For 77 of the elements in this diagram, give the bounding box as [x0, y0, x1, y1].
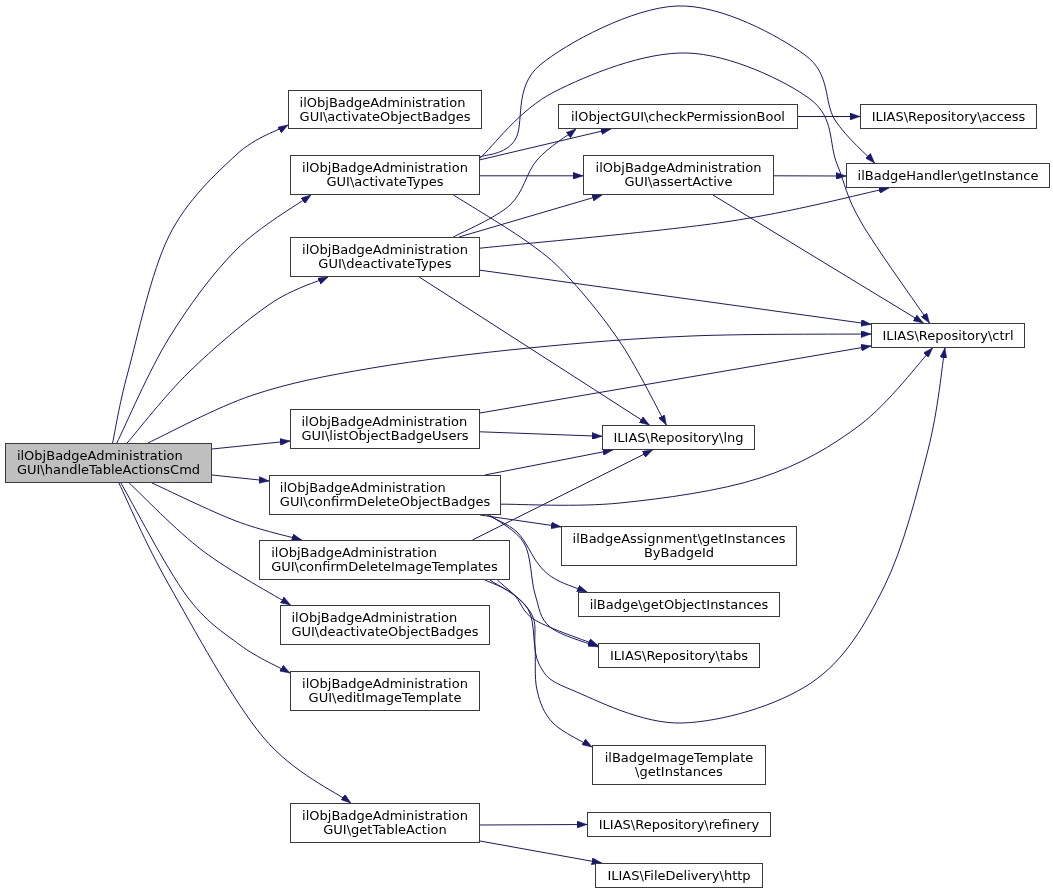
function-name: ilObjBadgeAdministration GUI\activateTypes	[302, 161, 468, 189]
highlighted-function-box	[5, 443, 212, 483]
function-box	[598, 643, 760, 668]
arrow	[773, 172, 847, 180]
function-box	[290, 237, 480, 277]
function-name: ilObjBadgeAdministration GUI\activateObjectBadges	[299, 95, 471, 124]
arrow	[128, 482, 291, 606]
function-name: ilObjBadgeAdministration GUI\listObjectBadgeUsers	[301, 415, 469, 443]
function-box	[558, 104, 798, 129]
function-box	[290, 155, 480, 195]
function-box	[259, 540, 510, 580]
function-box	[290, 671, 480, 711]
function-box	[583, 155, 774, 195]
function-box	[578, 592, 780, 617]
arrow	[116, 194, 312, 444]
function-name: ilObjBadgeAdministration GUI\confirmDeleteObjectBadges	[279, 481, 491, 509]
function-box	[269, 475, 501, 515]
function-name: ilObjBadgeAdministration GUI\assertActive	[595, 161, 762, 189]
arrow	[471, 449, 653, 541]
arrow	[120, 482, 291, 674]
function-box	[846, 163, 1050, 188]
function-name: ilBadgeHandler\getInstance	[857, 168, 1039, 183]
function-name: ilObjectGUI\checkPermissionBool	[571, 109, 785, 124]
arrow	[418, 276, 650, 426]
arrow	[797, 112, 861, 121]
arrow	[479, 840, 603, 865]
function-name: ilObjBadgeAdministration GUI\deactivateObjectBadges	[291, 611, 479, 639]
function-box	[280, 605, 490, 645]
arrow	[500, 347, 934, 506]
function-name: ilObjBadgeAdministration GUI\deactivateTypes	[302, 243, 468, 271]
function-name: ilBadge\getObjectInstances	[589, 597, 769, 612]
function-name: ilBadgeImageTemplate \getInstances	[604, 751, 754, 779]
function-box	[592, 745, 766, 785]
arrow	[486, 514, 588, 593]
arrow	[496, 579, 593, 748]
function-name: ILIAS\Repository\ctrl	[882, 328, 1014, 343]
arrow	[452, 194, 667, 426]
arrow	[479, 52, 930, 324]
arrow	[484, 579, 599, 646]
function-box	[561, 526, 797, 566]
arrow	[479, 186, 890, 249]
function-box	[860, 104, 1037, 129]
arrow	[479, 127, 612, 161]
arrow	[112, 124, 289, 444]
function-box	[595, 863, 763, 888]
arrow	[211, 438, 291, 450]
function-box	[288, 90, 482, 129]
arrow	[479, 431, 603, 440]
arrow	[126, 276, 329, 444]
function-name: ILIAS\Repository\lng	[613, 430, 744, 445]
arrow	[211, 474, 270, 484]
function-name: ILIAS\Repository\tabs	[610, 648, 748, 663]
function-name: ILIAS\FileDelivery\http	[607, 868, 751, 883]
function-box	[290, 803, 480, 843]
arrow	[118, 482, 352, 804]
function-box	[290, 409, 480, 449]
arrow	[479, 344, 872, 414]
function-name: ilObjBadgeAdministration GUI\editImageTemplate	[302, 677, 468, 705]
function-name: ilObjBadgeAdministration GUI\handleTableActionsCmd	[16, 449, 201, 477]
arrow	[489, 347, 948, 724]
arrow	[151, 482, 303, 541]
function-name: ILIAS\Repository\access	[871, 109, 1026, 124]
arrow	[479, 172, 584, 180]
function-box	[602, 425, 755, 450]
arrow	[488, 514, 599, 648]
arrow	[479, 820, 588, 829]
function-box	[871, 323, 1025, 348]
function-box	[587, 812, 771, 837]
arrow	[484, 448, 614, 476]
function-name: ilObjBadgeAdministration GUI\confirmDeleteImageTemplates	[271, 546, 498, 574]
arrow	[479, 5, 876, 164]
function-name: ilBadgeAssignment\getInstances ByBadgeId	[572, 532, 786, 560]
arrow	[712, 194, 924, 324]
function-name: ILIAS\Repository\refinery	[598, 817, 760, 832]
function-name: ilObjBadgeAdministration GUI\getTableAction	[302, 809, 468, 837]
arrow	[452, 128, 577, 238]
arrow	[458, 194, 603, 238]
